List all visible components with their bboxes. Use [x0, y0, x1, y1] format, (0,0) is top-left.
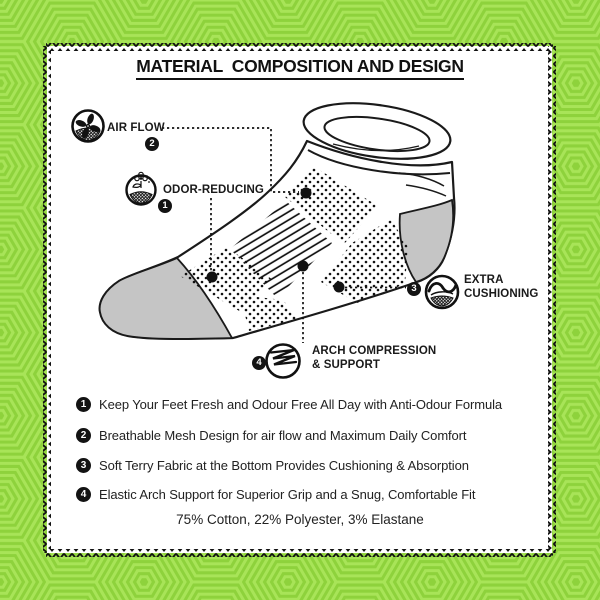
- feature-number-badge: 3: [76, 458, 91, 473]
- air-flow-dot: [300, 187, 312, 199]
- connector-dots: [206, 187, 345, 293]
- arch-hatch-band: [230, 201, 332, 298]
- air-flow-number-badge: 2: [145, 137, 159, 151]
- feature-text: Breathable Mesh Design for air flow and …: [99, 428, 467, 443]
- cushion-wave-icon: [424, 274, 460, 310]
- feature-item: 3 Soft Terry Fabric at the Bottom Provid…: [76, 458, 469, 473]
- feature-number-badge: 2: [76, 428, 91, 443]
- fan-icon: [71, 109, 105, 143]
- feature-number-badge: 1: [76, 397, 91, 412]
- sock-cuff: [302, 102, 452, 176]
- arch-compression-label: ARCH COMPRESSION & SUPPORT: [312, 345, 437, 371]
- leader-line-air-flow: [162, 127, 299, 193]
- page-title: MATERIAL COMPOSITION AND DESIGN: [0, 56, 600, 80]
- extra-cushioning-label: EXTRA CUSHIONING: [464, 274, 539, 300]
- cushioning-dot: [333, 281, 345, 293]
- spring-zigzag-icon: [265, 343, 301, 379]
- air-flow-label: AIR FLOW: [107, 122, 165, 134]
- feature-text: Elastic Arch Support for Superior Grip a…: [99, 487, 476, 502]
- odor-number-badge: 1: [158, 199, 172, 213]
- feature-text: Soft Terry Fabric at the Bottom Provides…: [99, 458, 469, 473]
- sock-illustration: [98, 102, 456, 340]
- toe-gray-patch: [98, 256, 234, 340]
- feature-number-badge: 4: [76, 487, 91, 502]
- feature-item: 1 Keep Your Feet Fresh and Odour Free Al…: [76, 397, 502, 412]
- odor-reducing-label: ODOR-REDUCING: [163, 184, 264, 196]
- feature-text: Keep Your Feet Fresh and Odour Free All …: [99, 397, 503, 412]
- ankle-crease-lines: [398, 172, 447, 197]
- cushioning-number-badge: 3: [407, 282, 421, 296]
- feature-item: 2 Breathable Mesh Design for air flow an…: [76, 428, 467, 443]
- flower-icon: [125, 171, 157, 206]
- arch-number-badge: 4: [252, 356, 266, 370]
- feature-item: 4 Elastic Arch Support for Superior Grip…: [76, 487, 475, 502]
- arch-dot: [297, 260, 309, 272]
- leader-lines: [162, 127, 406, 343]
- mesh-dot-zones: [180, 166, 408, 331]
- odor-dot: [206, 271, 218, 283]
- material-composition-text: 75% Cotton, 22% Polyester, 3% Elastane: [176, 512, 424, 527]
